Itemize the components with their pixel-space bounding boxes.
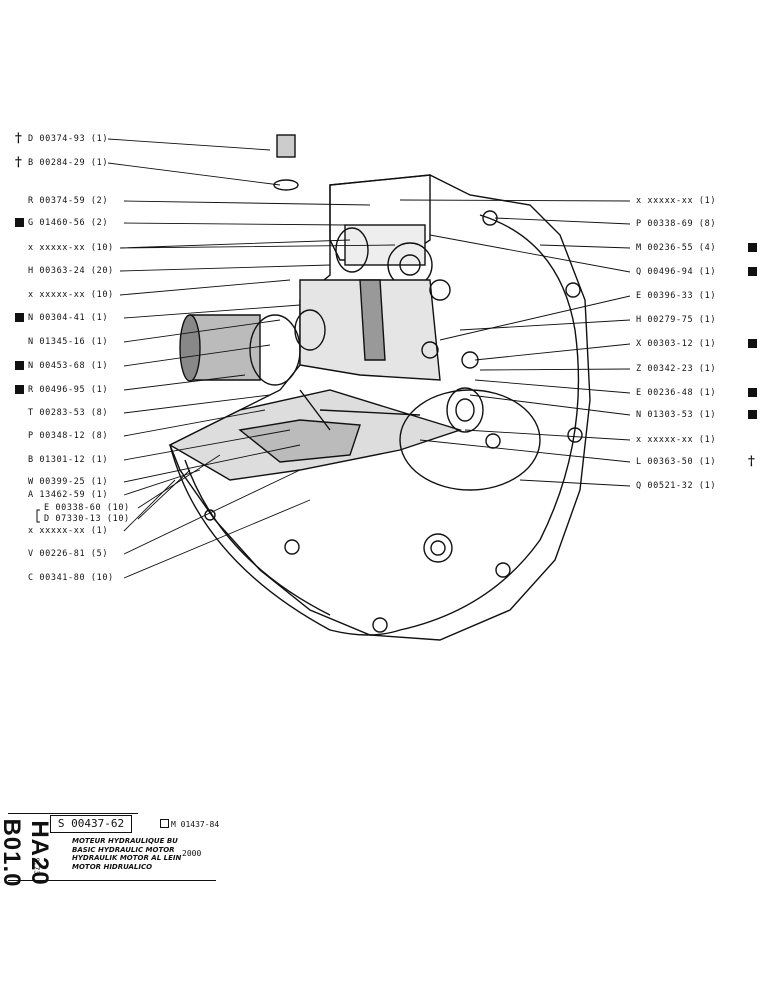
- part-callout-label: M 00236-55 (4): [636, 243, 717, 253]
- part-callout-label: P 00338-69 (8): [636, 219, 717, 229]
- part-callout-label: x xxxxx-xx (1): [636, 196, 717, 206]
- part-callout-label: B 01301-12 (1): [28, 455, 109, 465]
- part-callout-label: E 00338-60 (10): [44, 503, 130, 513]
- part-callout-label: A 13462-59 (1): [28, 490, 109, 500]
- description-line: MOTOR HIDRUALICO: [72, 862, 153, 871]
- drawing-date: 9.73: [32, 857, 41, 875]
- part-callout-label: x xxxxx-xx (10): [28, 243, 114, 253]
- replacement-square-icon: [15, 361, 24, 370]
- replacement-square-icon: [748, 388, 757, 397]
- part-callout-label: N 00453-68 (1): [28, 361, 109, 371]
- description-block: MOTEUR HYDRAULIQUE BU BASIC HYDRAULIC MO…: [72, 837, 181, 871]
- part-callout-label: N 01345-16 (1): [28, 337, 109, 347]
- part-callout-label: Z 00342-23 (1): [636, 364, 717, 374]
- part-callout-label: G 01460-56 (2): [28, 218, 109, 228]
- part-callout-label: V 00226-81 (5): [28, 549, 109, 559]
- part-callout-label: B 00284-29 (1): [28, 158, 109, 168]
- model-year: 2000: [182, 849, 202, 858]
- replacement-square-icon: [748, 243, 757, 252]
- part-callout-label: P 00348-12 (8): [28, 431, 109, 441]
- replacement-square-icon: [748, 410, 757, 419]
- dagger-icon: †: [15, 155, 22, 170]
- part-callout-label: D 00374-93 (1): [28, 134, 109, 144]
- ref-checkbox-icon: [160, 819, 169, 828]
- title-rule: [8, 880, 216, 882]
- part-callout-label: W 00399-25 (1): [28, 477, 109, 487]
- part-callout-label: Q 00496-94 (1): [636, 267, 717, 277]
- part-callout-label: x xxxxx-xx (1): [636, 435, 717, 445]
- replacement-square-icon: [15, 218, 24, 227]
- replacement-square-icon: [748, 267, 757, 276]
- part-callout-label: N 01303-53 (1): [636, 410, 717, 420]
- part-callout-label: x xxxxx-xx (1): [28, 526, 109, 536]
- part-callout-label: C 00341-80 (10): [28, 573, 114, 583]
- part-callout-label: H 00279-75 (1): [636, 315, 717, 325]
- part-callout-label: E 00236-48 (1): [636, 388, 717, 398]
- replacement-square-icon: [15, 313, 24, 322]
- part-callout-label: D 07330-13 (10): [44, 514, 130, 524]
- dagger-icon: †: [748, 454, 755, 469]
- part-callout-label: R 00374-59 (2): [28, 196, 109, 206]
- drawing-code: HA20 B01.0: [0, 818, 53, 888]
- reference-number-text: M 01437-84: [171, 820, 220, 829]
- part-callout-label: E 00396-33 (1): [636, 291, 717, 301]
- part-callout-label: Q 00521-32 (1): [636, 481, 717, 491]
- part-callout-label: N 00304-41 (1): [28, 313, 109, 323]
- part-number-box: S 00437-62: [50, 815, 132, 833]
- description-line: MOTEUR HYDRAULIQUE BU: [72, 837, 178, 845]
- replacement-square-icon: [15, 385, 24, 394]
- description-line: BASIC HYDRAULIC MOTOR: [72, 845, 175, 854]
- title-rule: [8, 813, 138, 815]
- dagger-icon: †: [15, 131, 22, 146]
- reference-number: M 01437-84: [160, 819, 219, 829]
- part-callout-label: L 00363-50 (1): [636, 457, 717, 467]
- part-callout-label: H 00363-24 (20): [28, 266, 114, 276]
- replacement-square-icon: [748, 339, 757, 348]
- part-callout-label: R 00496-95 (1): [28, 385, 109, 395]
- description-line: HYDRAULIK MOTOR AL LEIN: [72, 854, 182, 862]
- part-callout-label: X 00303-12 (1): [636, 339, 717, 349]
- part-callout-label: T 00283-53 (8): [28, 408, 109, 418]
- part-callout-label: x xxxxx-xx (10): [28, 290, 114, 300]
